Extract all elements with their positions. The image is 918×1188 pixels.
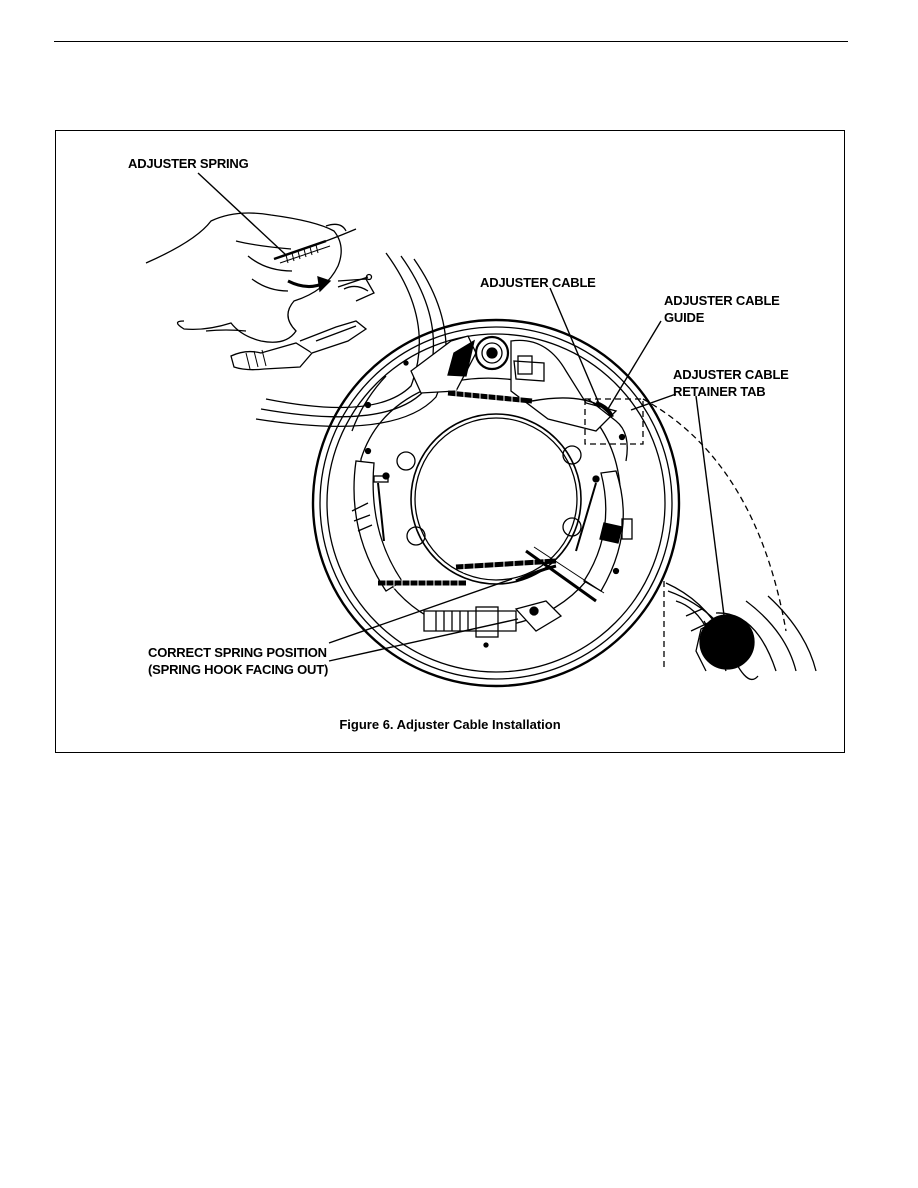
figure-caption: Figure 6. Adjuster Cable Installation: [339, 717, 561, 732]
callout-retainer-line1: ADJUSTER CABLE: [673, 367, 789, 382]
callout-retainer-line2: RETAINER TAB: [673, 384, 766, 399]
callout-correct-spring-position: CORRECT SPRING POSITION (SPRING HOOK FAC…: [148, 644, 328, 678]
retainer-tab-detail: [665, 582, 817, 681]
left-brake-shoe: [351, 460, 403, 592]
detail-box: [584, 398, 787, 671]
figure-frame: ADJUSTER SPRING ADJUSTER CABLE ADJUSTER …: [55, 130, 845, 753]
plate-holes: [364, 360, 626, 648]
brake-drum-outer: [311, 318, 681, 688]
plate-bosses: [396, 445, 582, 546]
brake-assembly-illustration: [145, 172, 817, 688]
callout-adjuster-cable-retainer-tab: ADJUSTER CABLE RETAINER TAB: [673, 366, 789, 400]
upper-return-spring: [447, 388, 533, 405]
callout-spring-pos-line2: (SPRING HOOK FACING OUT): [148, 662, 329, 677]
adjuster-cable: [531, 397, 628, 462]
callout-spring-pos-line1: CORRECT SPRING POSITION: [148, 645, 327, 660]
inset-wheel-cylinder: [230, 320, 368, 371]
anchor-area: [410, 335, 618, 432]
lower-springs: [378, 546, 605, 603]
hand-drawing: [145, 212, 347, 343]
inset-arrow: [287, 273, 375, 302]
callout-adjuster-cable: ADJUSTER CABLE: [480, 275, 596, 290]
header-rule: [54, 41, 848, 42]
adjuster-screw: [423, 600, 563, 638]
leader-lines: [197, 172, 727, 662]
hub: [410, 413, 582, 585]
callout-guide-line2: GUIDE: [664, 310, 705, 325]
callout-adjuster-spring: ADJUSTER SPRING: [128, 156, 249, 171]
adjuster-spring-inset: [273, 228, 357, 264]
callout-guide-line1: ADJUSTER CABLE: [664, 293, 780, 308]
callout-adjuster-cable-guide: ADJUSTER CABLE GUIDE: [664, 292, 780, 326]
right-brake-shoe: [575, 470, 633, 592]
